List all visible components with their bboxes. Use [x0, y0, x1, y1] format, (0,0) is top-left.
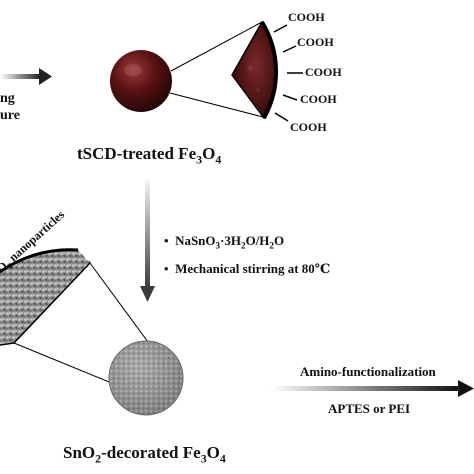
top-particle-label: tSCD-treated Fe3O4	[77, 144, 222, 167]
condition-1: • NaSnO3·3H2O/H2O	[164, 233, 285, 251]
cooh-label-4: COOH	[300, 92, 337, 106]
incoming-arrow	[0, 68, 52, 85]
zoom-line-top	[170, 21, 263, 72]
core-particle	[110, 50, 172, 112]
downward-arrow	[140, 180, 155, 302]
zoom-line-np-bottom	[13, 342, 115, 385]
cooh-label-2: COOH	[297, 35, 334, 49]
condition-2: • Mechanical stirring at 80℃	[164, 261, 331, 276]
next-step-top: Amino-functionalization	[300, 364, 436, 379]
zoom-line-np-top	[89, 262, 149, 343]
cooh-bonds	[273, 24, 303, 122]
cooh-label-5: COOH	[290, 120, 327, 134]
bottom-particle-label: SnO2-decorated Fe3O4	[63, 443, 226, 466]
outgoing-arrow	[270, 380, 474, 397]
cooh-label-1: COOH	[288, 10, 325, 24]
cooh-label-3: COOH	[305, 65, 342, 79]
zoom-line-bottom	[169, 92, 264, 118]
left-fragment-line2: ure	[0, 108, 20, 123]
next-step-bottom: APTES or PEI	[328, 401, 411, 416]
left-fragment-line1: ng	[0, 91, 15, 106]
